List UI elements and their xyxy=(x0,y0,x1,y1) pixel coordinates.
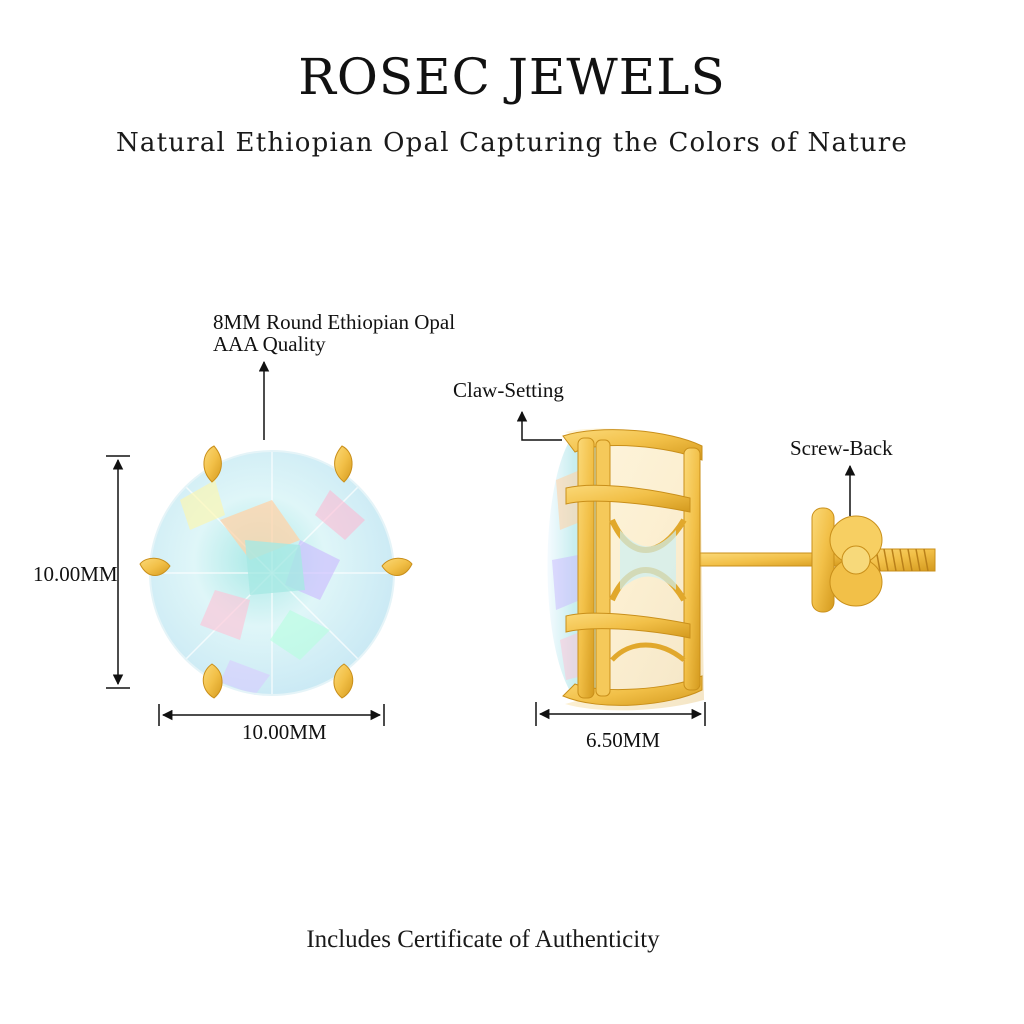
width-dimension-label: 10.00MM xyxy=(242,720,327,744)
tagline: Natural Ethiopian Opal Capturing the Col… xyxy=(115,128,909,158)
front-stone xyxy=(149,450,395,696)
certificate-note: Includes Certificate of Authenticity xyxy=(306,926,660,953)
side-dimensions xyxy=(516,410,856,726)
height-dimension-label: 10.00MM xyxy=(33,562,118,586)
screw-back-label: Screw-Back xyxy=(790,436,893,460)
quality-label: AAA Quality xyxy=(213,332,326,356)
side-earring xyxy=(547,428,936,711)
front-prongs xyxy=(139,445,413,699)
depth-dimension-label: 6.50MM xyxy=(586,728,661,752)
brand-title: ROSEC JEWELS xyxy=(298,48,726,106)
claw-setting-label: Claw-Setting xyxy=(453,378,564,402)
front-dimensions xyxy=(106,360,385,726)
stone-label: 8MM Round Ethiopian Opal xyxy=(213,310,456,334)
